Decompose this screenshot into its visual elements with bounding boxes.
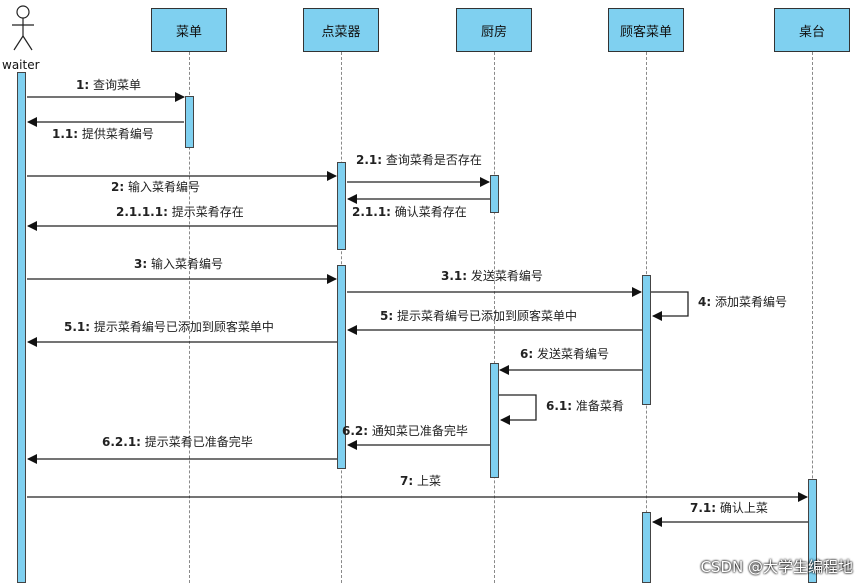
msg-3-1: 3.1: 发送菜肴编号 — [441, 268, 543, 283]
watermark: CSDN @大学生编程地 — [700, 558, 853, 576]
participant-table: 桌台 — [774, 8, 850, 52]
msg-2-1-1-1: 2.1.1.1: 提示菜肴存在 — [116, 204, 244, 219]
waiter-actor-icon — [8, 4, 38, 56]
msg-5: 5: 提示菜肴编号已添加到顾客菜单中 — [380, 308, 577, 323]
msg-7: 7: 上菜 — [400, 474, 441, 488]
participant-customer-menu: 顾客菜单 — [608, 8, 684, 52]
participant-orderer: 点菜器 — [303, 8, 379, 52]
activation-menu — [185, 96, 194, 148]
msg-1-1: 1.1: 提供菜肴编号 — [52, 126, 154, 141]
participant-menu: 菜单 — [151, 8, 227, 52]
participant-kitchen: 厨房 — [456, 8, 532, 52]
waiter-label: waiter — [2, 58, 40, 72]
msg-6: 6: 发送菜肴编号 — [520, 346, 609, 361]
msg-2-1-1: 2.1.1: 确认菜肴存在 — [352, 205, 467, 219]
lifeline-kitchen — [494, 52, 495, 583]
msg-6-1: 6.1: 准备菜肴 — [546, 399, 624, 413]
msg-1: 1: 查询菜单 — [76, 78, 141, 92]
lifeline-menu — [189, 52, 190, 583]
arrow-6-1 — [499, 394, 537, 425]
activation-kitchen-2 — [490, 363, 499, 478]
arrow-4 — [651, 291, 689, 321]
msg-6-2: 6.2: 通知菜已准备完毕 — [342, 423, 468, 438]
lifeline-table — [812, 52, 813, 583]
msg-7-1: 7.1: 确认上菜 — [690, 501, 768, 515]
msg-4: 4: 添加菜肴编号 — [698, 294, 787, 309]
msg-6-2-1: 6.2.1: 提示菜肴已准备完毕 — [102, 434, 253, 449]
activation-customer-menu-1 — [642, 275, 651, 405]
activation-orderer-1 — [337, 162, 346, 250]
msg-2: 2: 输入菜肴编号 — [111, 179, 200, 194]
activation-kitchen-1 — [490, 175, 499, 213]
activation-orderer-2 — [337, 265, 346, 469]
msg-3: 3: 输入菜肴编号 — [134, 256, 223, 271]
msg-5-1: 5.1: 提示菜肴编号已添加到顾客菜单中 — [64, 319, 274, 334]
msg-2-1: 2.1: 查询菜肴是否存在 — [356, 153, 482, 167]
